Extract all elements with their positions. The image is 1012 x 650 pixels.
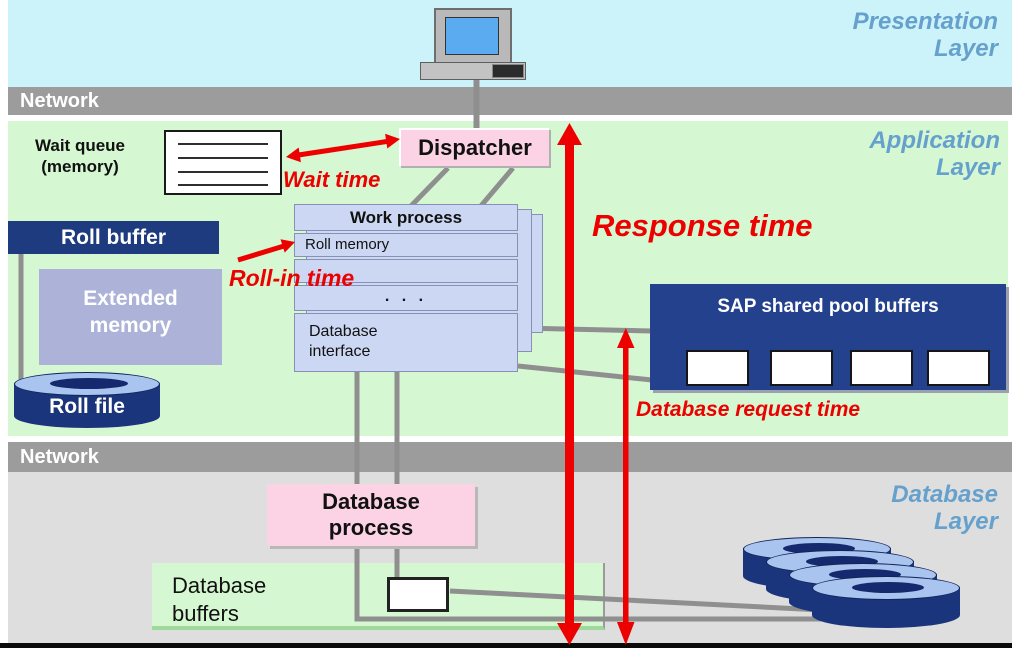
sap-pool-cell-3	[850, 350, 913, 386]
sap-pool-cell-1	[686, 350, 749, 386]
roll-file-label: Roll file	[49, 395, 125, 418]
computer-screen-icon	[445, 17, 499, 55]
network-bar-bottom: Network	[8, 442, 1012, 472]
disk-4	[812, 576, 960, 628]
database-buffers-box: Database buffers	[152, 563, 605, 630]
response-time-label: Response time	[592, 208, 813, 243]
wait-time-label: Wait time	[283, 167, 381, 192]
work-process-database-interface-row: Database interface	[294, 313, 518, 372]
computer-keypad-icon	[492, 64, 524, 78]
work-process-dots-row: . . .	[294, 285, 518, 311]
disk-stack-icon	[743, 537, 963, 632]
computer-icon	[434, 8, 512, 65]
queue-list-icon	[164, 130, 282, 195]
dispatcher-box: Dispatcher	[399, 128, 549, 166]
computer-base-icon	[420, 62, 526, 80]
database-request-time-label: Database request time	[636, 398, 861, 421]
roll-buffer-box: Roll buffer	[8, 221, 219, 254]
database-buffers-label: Database buffers	[172, 573, 267, 626]
database-process-box: Database process	[267, 484, 475, 546]
disk-cylinder-icon: Roll file	[14, 372, 160, 430]
work-process-empty-row	[294, 259, 518, 283]
network-bar-top: Network	[8, 87, 1012, 115]
wait-queue-label: Wait queue(memory)	[34, 136, 126, 176]
bottom-border	[0, 643, 1012, 648]
work-process-roll-memory-row: Roll memory	[294, 233, 518, 257]
sap-pool-cell-4	[927, 350, 990, 386]
database-buffer-cell	[387, 577, 449, 612]
extended-memory-box: Extended memory	[39, 269, 222, 365]
sap-pool-title: SAP shared pool buffers	[717, 296, 939, 317]
sap-pool-cell-2	[770, 350, 833, 386]
roll-in-time-label: Roll-in time	[229, 265, 355, 291]
sap-shared-pool-buffers-box: SAP shared pool buffers	[650, 284, 1006, 390]
work-process-header: Work process	[294, 204, 518, 231]
